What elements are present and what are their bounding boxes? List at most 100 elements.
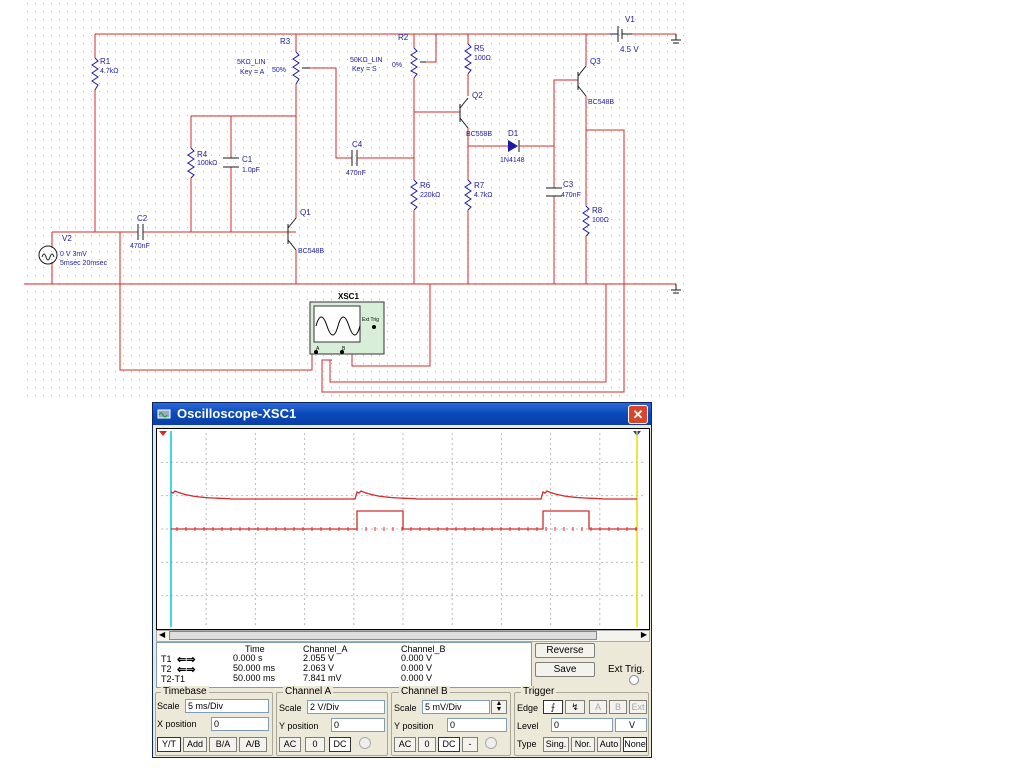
potentiometer-r3[interactable]: R3 5KΩ_LIN Key = A 50% bbox=[237, 34, 352, 159]
resistor-r6[interactable]: R6 220kΩ bbox=[410, 179, 440, 284]
trigger-source-ext-button[interactable]: Ext bbox=[629, 700, 647, 714]
channel-b-scale-spinner[interactable]: ▲▼ bbox=[491, 700, 507, 714]
c2-value: 470nF bbox=[130, 243, 150, 250]
r8-value: 100Ω bbox=[592, 217, 609, 224]
t2-channel-b: 0.000 V bbox=[401, 663, 433, 673]
q1-label: Q1 bbox=[300, 208, 311, 217]
t2-time: 50.000 ms bbox=[233, 663, 276, 673]
resistor-r7[interactable]: R7 4.7kΩ bbox=[464, 179, 492, 284]
scroll-left-icon[interactable]: ◀ bbox=[159, 630, 166, 639]
transistor-q1[interactable]: Q1 BC548B bbox=[287, 84, 324, 284]
transistor-q2[interactable]: Q2 BC558B bbox=[459, 91, 492, 180]
trigger-level-unit-field[interactable]: V bbox=[615, 718, 647, 732]
trigger-normal-button[interactable]: Nor. bbox=[571, 737, 595, 752]
t2-t1-channel-a: 7.841 mV bbox=[303, 673, 342, 683]
resistor-r5[interactable]: R5 100Ω bbox=[464, 34, 491, 96]
reverse-button[interactable]: Reverse bbox=[535, 643, 595, 658]
transistor-q3[interactable]: Q3 BC548B bbox=[577, 34, 614, 206]
timebase-scale-field[interactable]: 5 ms/Div bbox=[185, 699, 269, 713]
battery-v1[interactable]: V1 4.5 V bbox=[610, 15, 639, 54]
channel-b-radio-icon[interactable] bbox=[485, 737, 497, 749]
resistor-r4[interactable]: R4 100kΩ bbox=[187, 147, 217, 179]
channel-b-title: Channel B bbox=[399, 686, 450, 697]
scroll-thumb[interactable] bbox=[169, 631, 597, 640]
capacitor-c1[interactable]: C1 1.0pF bbox=[223, 155, 260, 174]
mode-ba-button[interactable]: B/A bbox=[209, 737, 237, 752]
oscilloscope-xsc1-symbol[interactable]: XSC1 Ext Trig A B bbox=[309, 292, 385, 355]
mode-add-button[interactable]: Add bbox=[183, 737, 207, 752]
circuit-schematic: V1 4.5 V R1 4.7kΩ V2 0 V 3mV 5msec 20mse… bbox=[24, 2, 688, 400]
bottom-rail-wire[interactable] bbox=[24, 231, 676, 285]
feedback-wire[interactable] bbox=[190, 115, 296, 232]
trigger-source-b-button[interactable]: B bbox=[609, 700, 627, 714]
q3-base-wire[interactable] bbox=[553, 79, 578, 146]
scope-channel-a-label: A bbox=[316, 346, 320, 352]
t1-arrows-icon[interactable]: ⇐⇒ bbox=[177, 654, 196, 666]
v1-value: 4.5 V bbox=[620, 45, 639, 54]
oscilloscope-window[interactable]: Oscilloscope-XSC1 ✕ ◀ ▶ Time Channel_A C… bbox=[152, 402, 652, 758]
r7-value: 4.7kΩ bbox=[474, 192, 492, 199]
channel-a-dc-button[interactable]: DC bbox=[329, 737, 351, 752]
resistor-r8[interactable]: R8 100Ω bbox=[582, 205, 609, 284]
ac-source-v2[interactable]: V2 0 V 3mV 5msec 20msec bbox=[38, 234, 108, 267]
trigger-auto-button[interactable]: Auto bbox=[597, 737, 621, 752]
r5-label: R5 bbox=[474, 44, 485, 53]
channel-a-scale-field[interactable]: 2 V/Div bbox=[307, 700, 385, 714]
channel-b-ypos-field[interactable]: 0 bbox=[447, 718, 507, 732]
channel-a-ypos-field[interactable]: 0 bbox=[331, 718, 385, 732]
cursor-t1-marker[interactable] bbox=[159, 431, 167, 436]
trigger-single-button[interactable]: Sing. bbox=[543, 737, 569, 752]
rising-edge-icon[interactable]: ⨍ bbox=[543, 700, 563, 714]
close-button[interactable]: ✕ bbox=[628, 405, 648, 424]
channel-b-invert-button[interactable]: - bbox=[462, 737, 478, 752]
channel-a-ac-button[interactable]: AC bbox=[279, 737, 301, 752]
level-label: Level bbox=[517, 721, 539, 731]
channel-b-trace bbox=[171, 510, 637, 530]
mode-yt-button[interactable]: Y/T bbox=[157, 737, 181, 752]
x-position-field[interactable]: 0 bbox=[211, 717, 269, 731]
channel-a-radio-icon[interactable] bbox=[359, 737, 371, 749]
scope-gnd-wire-2[interactable] bbox=[329, 284, 607, 383]
resistor-r1[interactable]: R1 4.7kΩ bbox=[91, 57, 118, 91]
capacitor-c4[interactable]: C4 470nF bbox=[346, 140, 414, 177]
scope-b-wire[interactable] bbox=[321, 129, 625, 393]
q2-label: Q2 bbox=[472, 91, 483, 100]
scope-gnd-wire[interactable] bbox=[351, 284, 431, 367]
horizontal-scrollbar[interactable]: ◀ ▶ bbox=[156, 630, 650, 642]
timebase-title: Timebase bbox=[161, 686, 209, 697]
d1-value: 1N4148 bbox=[500, 157, 525, 164]
d1-label: D1 bbox=[508, 129, 519, 138]
title-bar[interactable]: Oscilloscope-XSC1 ✕ bbox=[153, 403, 651, 425]
channel-b-dc-button[interactable]: DC bbox=[438, 737, 460, 752]
channel-b-ac-button[interactable]: AC bbox=[394, 737, 416, 752]
scope-a-wire[interactable] bbox=[119, 232, 313, 371]
potentiometer-r2[interactable]: R2 50KΩ_LIN Key = S 0% bbox=[350, 33, 437, 180]
q3-label: Q3 bbox=[590, 57, 601, 66]
row-t2-t1-label: T2-T1 bbox=[161, 674, 186, 684]
trigger-level-field[interactable]: 0 bbox=[551, 718, 613, 732]
diode-d1[interactable]: D1 1N4148 bbox=[468, 129, 554, 164]
t2-arrows-icon[interactable]: ⇐⇒ bbox=[177, 664, 196, 676]
scroll-right-icon[interactable]: ▶ bbox=[640, 630, 647, 639]
mode-ab-button[interactable]: A/B bbox=[239, 737, 267, 752]
trigger-source-a-button[interactable]: A bbox=[589, 700, 607, 714]
save-button[interactable]: Save bbox=[535, 662, 595, 677]
c4-label: C4 bbox=[352, 140, 363, 149]
ground-symbol-bottom bbox=[671, 284, 681, 294]
falling-edge-icon[interactable]: ↯ bbox=[565, 700, 585, 714]
top-rail-wire[interactable] bbox=[94, 33, 676, 232]
trigger-none-button[interactable]: None bbox=[623, 737, 647, 752]
t1-channel-b: 0.000 V bbox=[401, 653, 433, 663]
ext-trig-terminal[interactable] bbox=[629, 675, 639, 685]
r7-label: R7 bbox=[474, 181, 485, 190]
c3-value: 470nF bbox=[561, 192, 581, 199]
t2-t1-channel-b: 0.000 V bbox=[401, 673, 433, 683]
v2-timing: 5msec 20msec bbox=[60, 260, 108, 267]
capacitor-c2[interactable]: C2 470nF bbox=[130, 214, 296, 250]
timebase-group bbox=[155, 692, 273, 756]
channel-b-scale-field[interactable]: 5 mV/Div bbox=[422, 700, 490, 714]
capacitor-c3[interactable]: C3 470nF bbox=[546, 180, 581, 199]
channel-a-zero-button[interactable]: 0 bbox=[305, 737, 325, 752]
channel-b-zero-button[interactable]: 0 bbox=[418, 737, 436, 752]
scope-display bbox=[156, 428, 650, 630]
